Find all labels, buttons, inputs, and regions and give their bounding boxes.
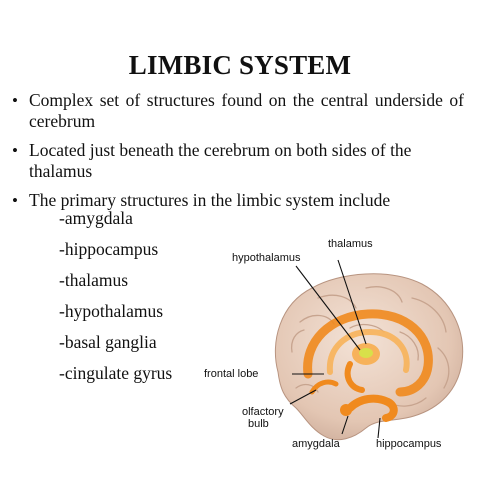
bullet-item: • The primary structures in the limbic s…	[12, 190, 464, 211]
structure-item: -hippocampus	[59, 239, 159, 259]
bullet-dot-icon: •	[12, 141, 18, 160]
cingulate-arc	[303, 309, 433, 397]
structure-item: -amygdala	[59, 208, 133, 228]
bullet-list: • Complex set of structures found on the…	[12, 90, 464, 219]
label-bulb: bulb	[248, 418, 269, 430]
amygdala-shape	[340, 404, 352, 416]
structure-item: -hypothalamus	[59, 301, 164, 321]
bullet-item: • Located just beneath the cerebrum on b…	[12, 140, 464, 182]
bullet-text: Complex set of structures found on the c…	[29, 90, 464, 131]
brain-illustration	[274, 259, 464, 441]
label-hypothalamus: hypothalamus	[232, 252, 301, 264]
label-olfactory: olfactory	[242, 406, 284, 418]
label-amygdala: amygdala	[292, 438, 340, 450]
structure-item: -thalamus	[59, 270, 129, 290]
thalamus-highlight	[359, 348, 373, 358]
bullet-item: • Complex set of structures found on the…	[12, 90, 464, 132]
bullet-text: The primary structures in the limbic sys…	[29, 190, 391, 210]
label-hippocampus: hippocampus	[376, 438, 442, 450]
slide-title: LIMBIC SYSTEM	[128, 50, 352, 80]
hippocampus-shape	[346, 394, 398, 422]
limbic-system-diagram: thalamus hypothalamus frontal lobe olfac…	[200, 232, 480, 462]
fornix-arc	[326, 328, 410, 375]
bullet-dot-icon: •	[12, 91, 18, 110]
olfactory-bulb-shape	[309, 379, 339, 395]
hypothalamus-shape	[344, 361, 365, 393]
bullet-dot-icon: •	[12, 191, 18, 210]
structure-list: -amygdala -hippocampus -thalamus -hypoth…	[59, 208, 172, 394]
structure-item: -basal ganglia	[59, 332, 157, 352]
leader-lines	[289, 259, 381, 439]
structure-item: -cingulate gyrus	[59, 363, 173, 383]
bullet-text: Located just beneath the cerebrum on bot…	[29, 140, 412, 181]
label-frontal-lobe: frontal lobe	[204, 368, 259, 380]
label-thalamus: thalamus	[328, 238, 373, 250]
